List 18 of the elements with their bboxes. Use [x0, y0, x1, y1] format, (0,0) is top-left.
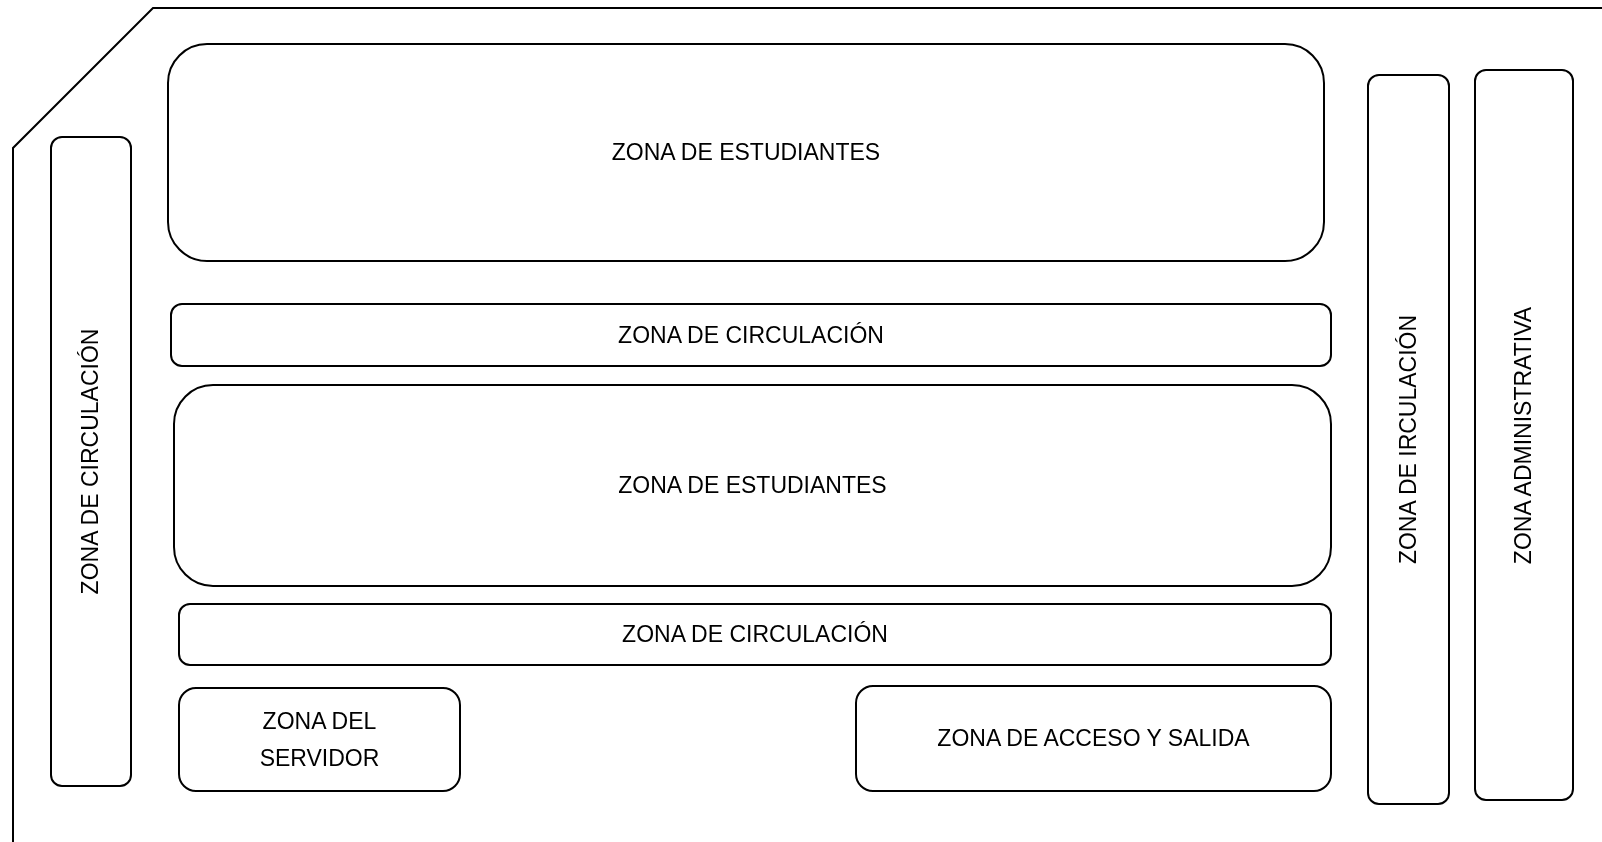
zone-label: ZONA DE IRCULACIÓN: [1394, 314, 1422, 565]
zone-label: ZONA DE CIRCULACIÓN: [618, 320, 884, 350]
zone-box: [170, 303, 1332, 367]
zone-label: ZONA DEL SERVIDOR: [258, 706, 381, 773]
zone-label: ZONA ADMINISTRATIVA: [1509, 306, 1538, 564]
zone-box: [1367, 74, 1450, 805]
zone-box: [167, 43, 1325, 262]
zone-label: ZONA DE CIRCULACIÓN: [622, 620, 888, 649]
zone-label: ZONA DE ESTUDIANTES: [611, 138, 881, 167]
zone-label: ZONA DE CIRCULACIÓN: [76, 328, 105, 595]
zone-label: ZONA DE ESTUDIANTES: [618, 471, 887, 500]
zone-label: ZONA DE ACCESO Y SALIDA: [937, 724, 1250, 753]
zone-box: [178, 603, 1332, 666]
zone-box: [178, 687, 461, 792]
zone-box: [173, 384, 1332, 587]
zone-box: [855, 685, 1332, 792]
zone-box: [1474, 69, 1574, 801]
zone-box: [50, 136, 132, 787]
